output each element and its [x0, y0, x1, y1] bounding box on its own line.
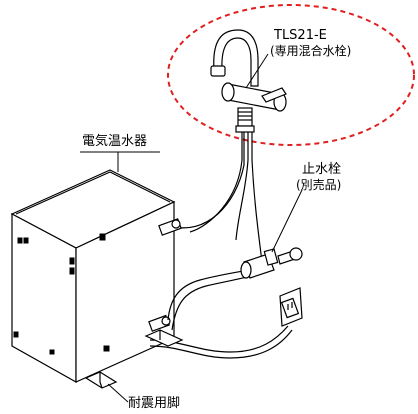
- stop-valve-label: 止水栓: [302, 162, 342, 177]
- stop-valve-leader: [271, 189, 303, 253]
- faucet-leader: [245, 53, 269, 89]
- mixing-faucet: [210, 29, 287, 133]
- electric-water-heater: [10, 169, 176, 384]
- faucet-description-label: (専用混合水栓): [270, 44, 352, 58]
- stop-valve-note-label: (別売品): [296, 178, 342, 192]
- wall-outlet: [279, 287, 303, 327]
- heater-details: [13, 233, 110, 355]
- faucet-model-label: TLS21-E: [274, 28, 327, 43]
- faucet-highlight-circle: [167, 4, 415, 146]
- leg-leader: [107, 383, 129, 403]
- stop-valve: [240, 247, 303, 279]
- heater-label: 電気温水器: [82, 134, 148, 149]
- seismic-leg-label: 耐震用脚: [128, 396, 181, 411]
- faucet-hoses: [169, 132, 263, 263]
